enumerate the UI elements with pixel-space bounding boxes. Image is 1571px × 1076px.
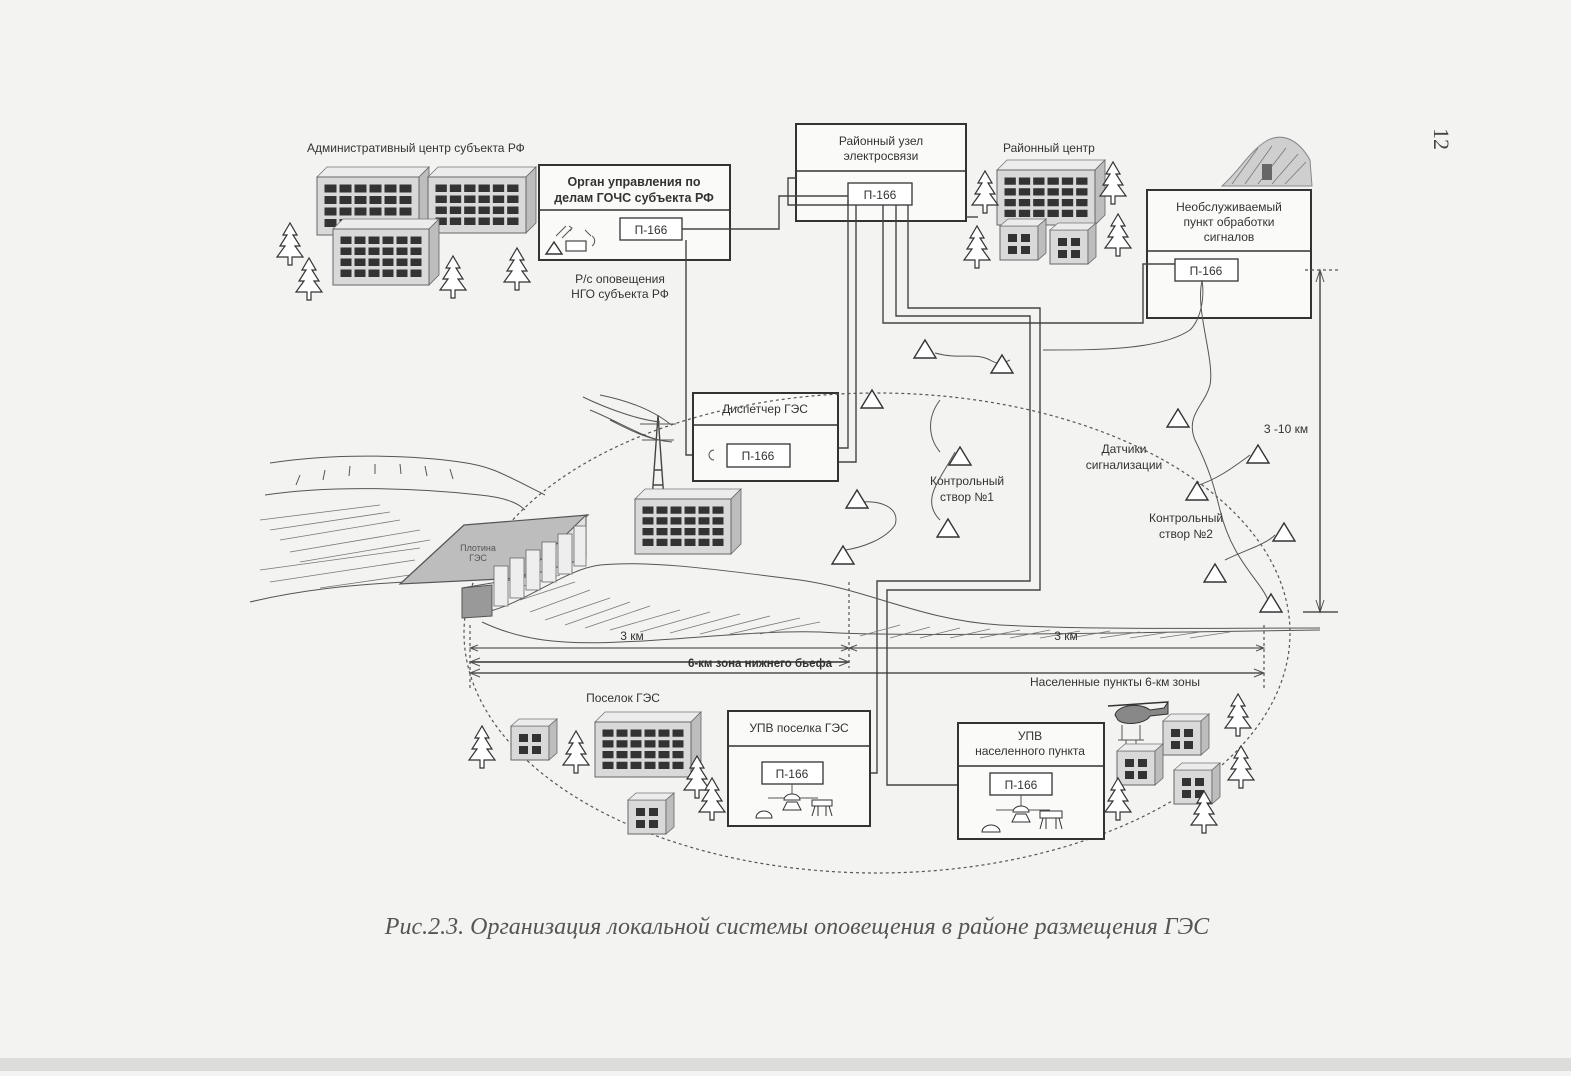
building-icon [1049, 222, 1097, 265]
radio-station-label-2: НГО субъекта РФ [571, 287, 669, 301]
dam-label-2: ГЭС [469, 553, 487, 563]
building-icon [427, 166, 537, 234]
building-icon [627, 792, 675, 835]
loudspeaker-icon [981, 795, 1063, 833]
tree-icon [295, 257, 323, 301]
district-node-label-1: Районный узел [839, 134, 923, 148]
zone-6km-label: 6-км зона нижнего бьефа [688, 658, 833, 670]
building-icon [510, 718, 558, 761]
dam-icon: Плотина ГЭС [398, 513, 590, 619]
unattended-point-label-1: Необслуживаемый [1176, 200, 1282, 214]
tree-icon [1224, 693, 1252, 737]
control-section-2-label-1: Контрольный [1149, 511, 1223, 525]
dispatcher-label: Диспетчер ГЭС [722, 402, 808, 416]
unattended-point-label-2: пункт обработки [1184, 215, 1275, 229]
sensor-triangle-icon [913, 339, 937, 359]
dispatcher-box: Диспетчер ГЭС П-166 [692, 392, 839, 482]
sensor-triangle-icon [1272, 522, 1296, 542]
sensor-triangle-icon [845, 489, 869, 509]
control-section-1-label-1: Контрольный [930, 474, 1004, 488]
upv-settlement-label-2: населенного пункта [975, 744, 1085, 758]
tree-icon [562, 730, 590, 774]
unattended-point-p166: П-166 [1190, 264, 1223, 278]
gochs-body-box: Орган управления по делам ГОЧС субъекта … [538, 164, 731, 261]
control-section-2-label-2: створ №2 [1159, 527, 1213, 541]
sensor-triangle-icon [1203, 563, 1227, 583]
mountain-icon [1220, 136, 1313, 187]
km3-label-b: 3 км [1054, 629, 1078, 643]
upv-village-box: УПВ поселка ГЭС П-166 [727, 710, 871, 827]
km3-label-a: 3 км [620, 629, 644, 643]
power-tower-icon [582, 394, 676, 501]
upv-settlement-label-1: УПВ [1018, 729, 1042, 743]
sensors-label-2: сигнализации [1086, 458, 1163, 472]
distance-dimension: 3 -10 км [1264, 268, 1340, 614]
sensor-triangle-icon [990, 354, 1014, 374]
building-icon [1162, 713, 1210, 756]
sensor-triangle-icon [1259, 593, 1283, 613]
gochs-body-label-2: делам ГОЧС субъекта РФ [554, 191, 714, 205]
dam-label-1: Плотина [460, 543, 496, 553]
building-icon [999, 218, 1047, 261]
building-icon [594, 711, 702, 778]
upv-village-label: УПВ поселка ГЭС [749, 721, 849, 735]
sensor-triangle-icon [936, 518, 960, 538]
distance-3-10-label: 3 -10 км [1264, 422, 1308, 436]
sensor-triangle-icon [1246, 444, 1270, 464]
sensor-triangle-icon [1185, 481, 1209, 501]
sensors-label-1: Датчики [1102, 442, 1147, 456]
figure-caption: Рис.2.3. Организация локальной системы о… [384, 914, 1210, 940]
settlements-6km-label: Населенные пункты 6-км зоны [1030, 675, 1200, 689]
upv-settlement-box: УПВ населенного пункта П-166 [957, 722, 1105, 840]
upv-settlement-p166: П-166 [1005, 778, 1038, 792]
unattended-point-label-3: сигналов [1204, 230, 1255, 244]
control-section-1-label-2: створ №1 [940, 490, 994, 504]
tree-icon [1227, 745, 1255, 789]
district-node-box: Районный узел электросвязи П-166 [795, 123, 967, 222]
building-icon [1116, 743, 1164, 786]
admin-center-label: Административный центр субъекта РФ [307, 141, 525, 155]
sensor-triangle-icon [1166, 408, 1190, 428]
water-hatching [259, 504, 1231, 639]
district-node-label-2: электросвязи [844, 149, 919, 163]
antenna-icon [544, 225, 596, 255]
sensor-lines [844, 279, 1276, 601]
loudspeaker-icon [755, 784, 833, 819]
admin-center-buildings [316, 166, 537, 286]
tree-icon [1104, 213, 1132, 257]
tree-icon [971, 170, 999, 214]
gochs-body-label-1: Орган управления по [567, 175, 700, 189]
unattended-point-box: Необслуживаемый пункт обработки сигналов… [1146, 189, 1312, 319]
sensors [831, 339, 1296, 613]
building-icon [634, 488, 742, 555]
building-icon [1173, 762, 1221, 805]
page-number: 12 [1429, 128, 1454, 150]
zone-dimensions: 3 км 3 км 6-км зона нижнего бьефа Населе… [468, 582, 1266, 689]
tree-icon [439, 255, 467, 299]
village-label: Поселок ГЭС [586, 691, 660, 705]
building-icon [996, 159, 1106, 226]
radio-station-label-1: Р/с оповещения [575, 272, 665, 286]
tree-icon [963, 225, 991, 269]
district-center-label: Районный центр [1003, 141, 1095, 155]
river-terrain [249, 392, 1321, 874]
district-node-p166: П-166 [864, 188, 897, 202]
tree-icon [503, 247, 531, 291]
tree-icon [468, 725, 496, 769]
tree-icon [276, 222, 304, 266]
gochs-p166: П-166 [635, 223, 668, 237]
upv-village-p166: П-166 [776, 767, 809, 781]
building-icon [332, 218, 440, 286]
dispatcher-p166: П-166 [742, 449, 775, 463]
